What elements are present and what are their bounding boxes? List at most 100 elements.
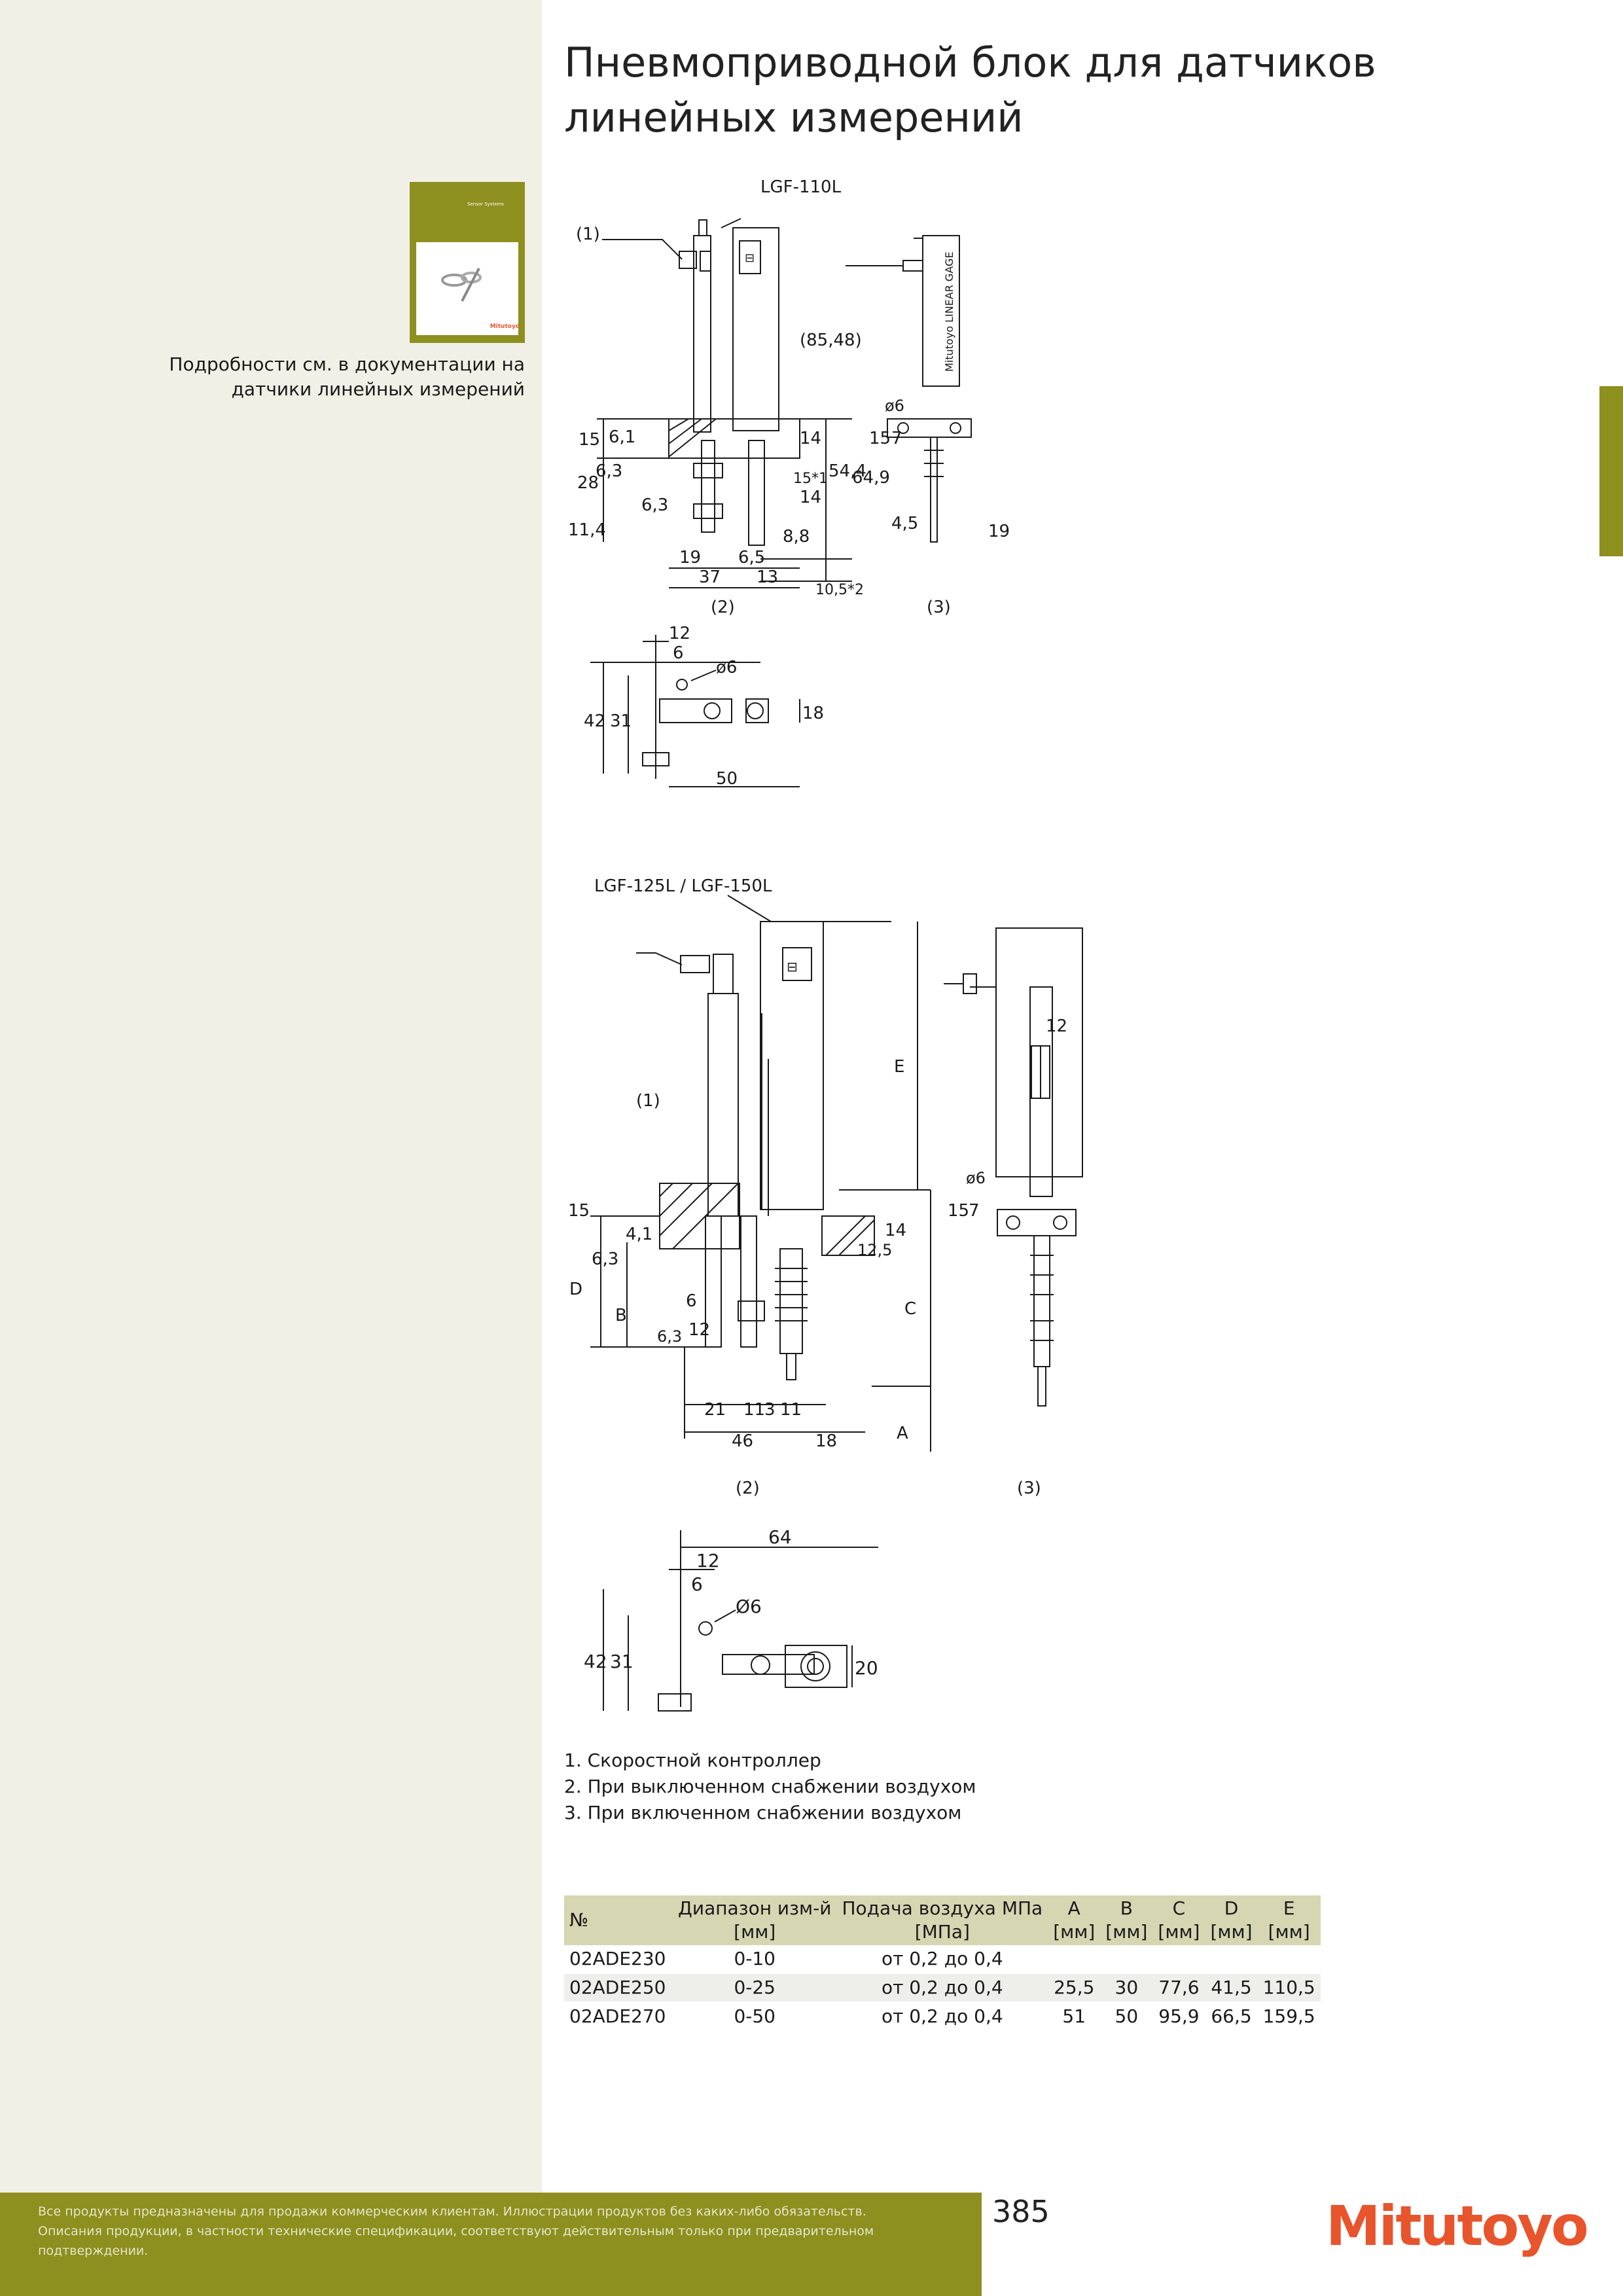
- table-cell: 41,5: [1205, 1973, 1258, 2003]
- dim-64: 64: [768, 1526, 792, 1548]
- drawing-lgf-125l-150l-top: 64 12 6 Ø6 20 42 31: [564, 1517, 1107, 1727]
- sidebar: [0, 0, 542, 2193]
- table-row: 02ADE270 0-50 от 0,2 до 0,4 51 50 95,9 6…: [564, 2002, 1321, 2032]
- dim-12: 12: [669, 624, 690, 643]
- table-cell: 0-10: [673, 1945, 837, 1974]
- dim-42: 42: [584, 1651, 607, 1672]
- dim-21: 21: [704, 1400, 726, 1420]
- table-cell: 66,5: [1205, 2002, 1258, 2032]
- drawing-lgf-110l: LGF-110L (1) ⊟ 15 6,1 6,3 28 6,3 11,4 (8…: [564, 175, 1035, 620]
- table-cell: [1152, 1945, 1205, 1974]
- column-header: D[мм]: [1205, 1895, 1258, 1945]
- table-cell: 0-25: [673, 1973, 837, 2003]
- dim-A: A: [897, 1424, 908, 1443]
- table-row: 02ADE250 0-25 от 0,2 до 0,4 25,5 30 77,6…: [564, 1973, 1321, 2003]
- dim-4-5: 4,5: [891, 514, 918, 533]
- dim-6-5: 6,5: [738, 548, 765, 567]
- table-cell: [1257, 1945, 1321, 1974]
- drawing-lgf-110l-svg: LGF-110L (1) ⊟ 15 6,1 6,3 28 6,3 11,4 (8…: [568, 177, 1010, 617]
- model-label: LGF-125L / LGF-150L: [594, 876, 772, 896]
- spec-table: № Диапазон изм-й[мм] Подача воздуха МПа[…: [564, 1895, 1321, 2032]
- column-header: №: [564, 1895, 673, 1945]
- table-cell: [1100, 1945, 1153, 1974]
- documentation-note: Подробности см. в документации на датчик…: [169, 353, 525, 400]
- dim-phi6: ø6: [966, 1169, 986, 1187]
- table-cell: 0-50: [673, 2002, 837, 2032]
- footer-bar: [0, 2193, 982, 2296]
- drawing-lgf-110l-top: 12 6 ø6 18 42 31 50: [564, 615, 846, 798]
- table-row: 02ADE230 0-10 от 0,2 до 0,4: [564, 1945, 1321, 1974]
- svg-text:⊟: ⊟: [787, 959, 798, 975]
- dim-8-8: 8,8: [783, 527, 810, 547]
- dim-12-a: 12: [688, 1320, 710, 1340]
- column-header: B[мм]: [1100, 1895, 1153, 1945]
- note-2: 2. При выключенном снабжении воздухом: [564, 1776, 976, 1797]
- notes-list: 1. Скоростной контроллер 2. При выключен…: [564, 1748, 976, 1826]
- page-number: 385: [992, 2194, 1050, 2229]
- table-cell: от 0,2 до 0,4: [836, 1973, 1048, 2003]
- dim-12-b: 12: [1046, 1016, 1067, 1036]
- model-label: LGF-110L: [760, 177, 842, 197]
- dim-11-4: 11,4: [568, 520, 606, 540]
- column-header: Подача воздуха МПа[МПа]: [836, 1895, 1048, 1945]
- dim-46: 46: [732, 1431, 753, 1451]
- gage-branding: Mitutoyo LINEAR GAGE: [943, 252, 955, 372]
- dim-37: 37: [699, 567, 721, 587]
- column-header: Диапазон изм-й[мм]: [673, 1895, 837, 1945]
- dim-6-3-b: 6,3: [641, 495, 668, 515]
- drawing-lgf-110l-top-svg: 12 6 ø6 18 42 31 50: [584, 624, 824, 789]
- dim-6-3-a: 6,3: [596, 461, 622, 481]
- callout-2: (2): [711, 598, 735, 617]
- dim-3: 3: [764, 1400, 776, 1420]
- dim-20: 20: [855, 1657, 878, 1679]
- callout-2: (2): [736, 1479, 760, 1498]
- brand-logo: Mitutoyo: [1326, 2194, 1589, 2258]
- dim-15-sup: 15*1: [793, 471, 828, 487]
- table-cell: от 0,2 до 0,4: [836, 1945, 1048, 1974]
- dim-31: 31: [610, 711, 632, 731]
- table-cell: 95,9: [1152, 2002, 1205, 2032]
- dim-10-5: 10,5*2: [815, 582, 864, 598]
- dim-28: 28: [577, 473, 599, 493]
- table-cell: 02ADE250: [564, 1973, 673, 2003]
- callout-1: (1): [636, 1091, 660, 1111]
- dim-42: 42: [584, 711, 605, 731]
- table-cell: [1048, 1945, 1101, 1974]
- cover-label: Sensor Systems: [467, 202, 504, 207]
- table-cell: 51: [1048, 2002, 1101, 2032]
- dim-54-4: 54,4: [829, 461, 866, 481]
- cover-illustration: [441, 268, 482, 302]
- callout-3: (3): [927, 598, 951, 617]
- callout-3: (3): [1017, 1479, 1041, 1498]
- dim-18: 18: [802, 704, 824, 723]
- dim-15: 15: [579, 430, 600, 450]
- dim-6: 6: [686, 1291, 697, 1311]
- table-cell: 110,5: [1257, 1973, 1321, 2003]
- drawing-lgf-125l-150l: LGF-125L / LGF-150L ⊟ (1) 15 4,1 6,3 D: [564, 876, 1107, 1511]
- svg-text:⊟: ⊟: [745, 251, 755, 265]
- table-cell: 30: [1100, 1973, 1153, 2003]
- dim-7: 7: [969, 1201, 980, 1221]
- dim-15-b: 15: [869, 429, 891, 448]
- dim-18: 18: [815, 1431, 837, 1451]
- section-tab: [1599, 386, 1623, 556]
- note-1: 1. Скоростной контроллер: [564, 1749, 821, 1771]
- table-cell: [1205, 1945, 1258, 1974]
- dim-E: E: [894, 1057, 904, 1077]
- dim-11-a: 11: [743, 1400, 765, 1420]
- dim-13: 13: [757, 567, 778, 587]
- dim-7: 7: [891, 429, 902, 448]
- dim-12: 12: [696, 1550, 720, 1571]
- table-cell: 50: [1100, 2002, 1153, 2032]
- column-header: C[мм]: [1152, 1895, 1205, 1945]
- dim-15-b: 15: [948, 1201, 969, 1221]
- dim-14-a: 14: [800, 429, 821, 448]
- dim-50: 50: [716, 769, 738, 789]
- dim-6: 6: [673, 643, 684, 663]
- dim-6: 6: [691, 1573, 703, 1595]
- note-3: 3. При включенном снабжении воздухом: [564, 1802, 962, 1823]
- dim-14: 14: [885, 1221, 906, 1240]
- documentation-cover-thumbnail[interactable]: Sensor Systems Mitutoyo: [410, 182, 525, 343]
- dim-4-1: 4,1: [626, 1225, 652, 1244]
- cover-image-area: [416, 242, 518, 335]
